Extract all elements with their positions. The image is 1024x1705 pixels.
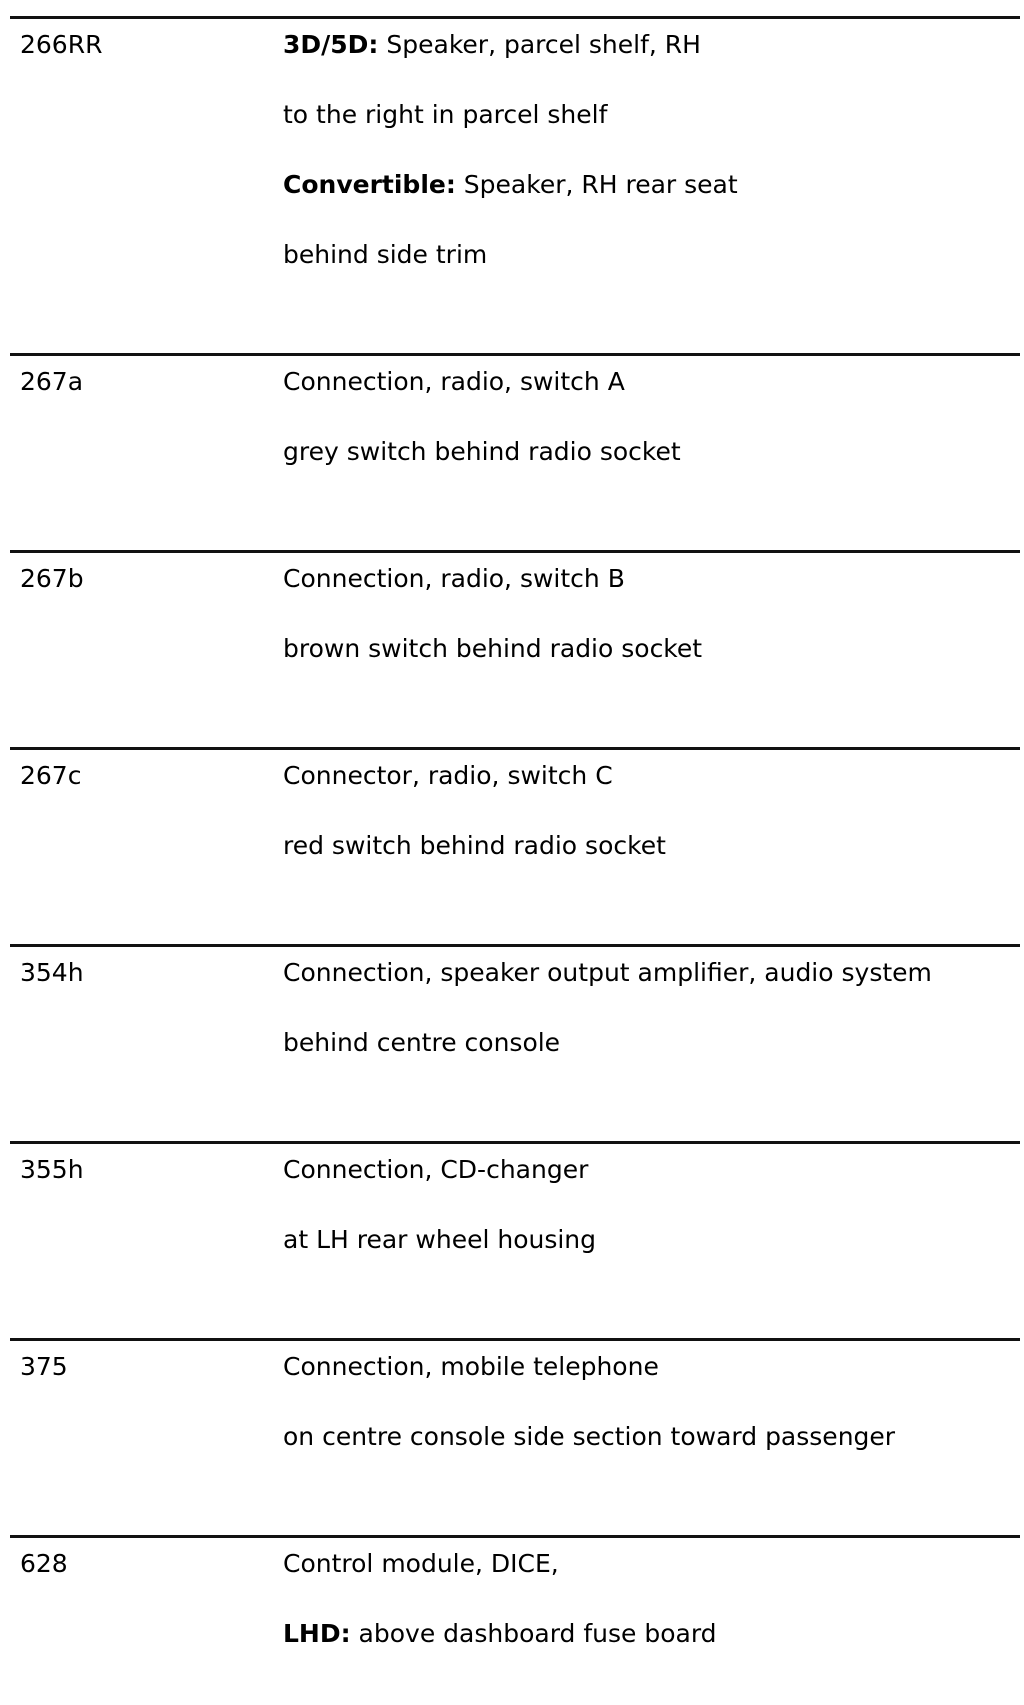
table-row: 267b Connection, radio, switch B brown s… <box>10 550 1020 747</box>
description-text: grey switch behind radio socket <box>283 437 681 466</box>
description-line: Connector, radio, switch C <box>283 761 666 831</box>
description-text: above dashboard fuse board <box>350 1619 717 1648</box>
component-description: Connection, radio, switch B brown switch… <box>283 564 702 704</box>
description-line: Convertible: Speaker, RH rear seat <box>283 170 738 240</box>
component-code: 355h <box>20 1155 84 1184</box>
description-text: brown switch behind radio socket <box>283 634 703 663</box>
component-description: Connection, CD-changer at LH rear wheel … <box>283 1155 596 1295</box>
description-line: at LH rear wheel housing <box>283 1225 596 1295</box>
component-code: 375 <box>20 1352 68 1381</box>
description-line: Connection, radio, switch A <box>283 367 681 437</box>
description-line: Control module, DICE, <box>283 1549 717 1619</box>
description-text: Speaker, parcel shelf, RH <box>378 30 701 59</box>
description-line: 3D/5D: Speaker, parcel shelf, RH <box>283 30 738 100</box>
description-text: behind side trim <box>283 240 488 269</box>
description-text: to the right in parcel shelf <box>283 100 608 129</box>
description-line: Connection, CD-changer <box>283 1155 596 1225</box>
component-description: Connection, mobile telephone on centre c… <box>283 1352 895 1492</box>
description-line: brown switch behind radio socket <box>283 634 702 704</box>
table-row: 267c Connector, radio, switch C red swit… <box>10 747 1020 944</box>
description-text: Connector, radio, switch C <box>283 761 613 790</box>
component-description: Connection, radio, switch A grey switch … <box>283 367 681 507</box>
description-text: behind centre console <box>283 1028 561 1057</box>
component-code: 628 <box>20 1549 68 1578</box>
description-line: LHD: above dashboard fuse board <box>283 1619 717 1689</box>
table-row: 266RR 3D/5D: Speaker, parcel shelf, RH t… <box>10 16 1020 353</box>
description-line: on centre console side section toward pa… <box>283 1422 895 1492</box>
description-text: Control module, DICE, <box>283 1549 559 1578</box>
table-row: 354h Connection, speaker output amplifie… <box>10 944 1020 1141</box>
description-line: Connection, speaker output amplifier, au… <box>283 958 932 1028</box>
description-line: to the right in parcel shelf <box>283 100 738 170</box>
description-line: behind side trim <box>283 240 738 310</box>
component-code: 354h <box>20 958 84 987</box>
description-line: Connection, radio, switch B <box>283 564 702 634</box>
description-text: Connection, mobile telephone <box>283 1352 659 1381</box>
description-text: Speaker, RH rear seat <box>455 170 738 199</box>
model-label: Convertible: <box>283 170 456 199</box>
component-table: 266RR 3D/5D: Speaker, parcel shelf, RH t… <box>10 16 1020 1705</box>
model-label: LHD: <box>283 1619 351 1648</box>
description-text: Connection, CD-changer <box>283 1155 589 1184</box>
description-line: red switch behind radio socket <box>283 831 666 901</box>
component-description: Connector, radio, switch C red switch be… <box>283 761 666 901</box>
table-row: 355h Connection, CD-changer at LH rear w… <box>10 1141 1020 1338</box>
table-row: 628 Control module, DICE, LHD: above das… <box>10 1535 1020 1705</box>
table-row: 375 Connection, mobile telephone on cent… <box>10 1338 1020 1535</box>
model-label: 3D/5D: <box>283 30 379 59</box>
description-line: grey switch behind radio socket <box>283 437 681 507</box>
description-line: behind centre console <box>283 1028 932 1098</box>
component-code: 267a <box>20 367 84 396</box>
table-row: 267a Connection, radio, switch A grey sw… <box>10 353 1020 550</box>
component-code: 266RR <box>20 30 103 59</box>
component-code: 267b <box>20 564 84 593</box>
description-text: red switch behind radio socket <box>283 831 666 860</box>
description-text: Connection, radio, switch B <box>283 564 625 593</box>
description-text: Connection, speaker output amplifier, au… <box>283 958 932 987</box>
description-text: Connection, radio, switch A <box>283 367 625 396</box>
component-description: Connection, speaker output amplifier, au… <box>283 958 932 1098</box>
description-text: on centre console side section toward pa… <box>283 1422 896 1451</box>
description-line: Connection, mobile telephone <box>283 1352 895 1422</box>
component-description: Control module, DICE, LHD: above dashboa… <box>283 1549 717 1689</box>
component-code: 267c <box>20 761 82 790</box>
component-description: 3D/5D: Speaker, parcel shelf, RH to the … <box>283 30 738 310</box>
description-text: at LH rear wheel housing <box>283 1225 597 1254</box>
